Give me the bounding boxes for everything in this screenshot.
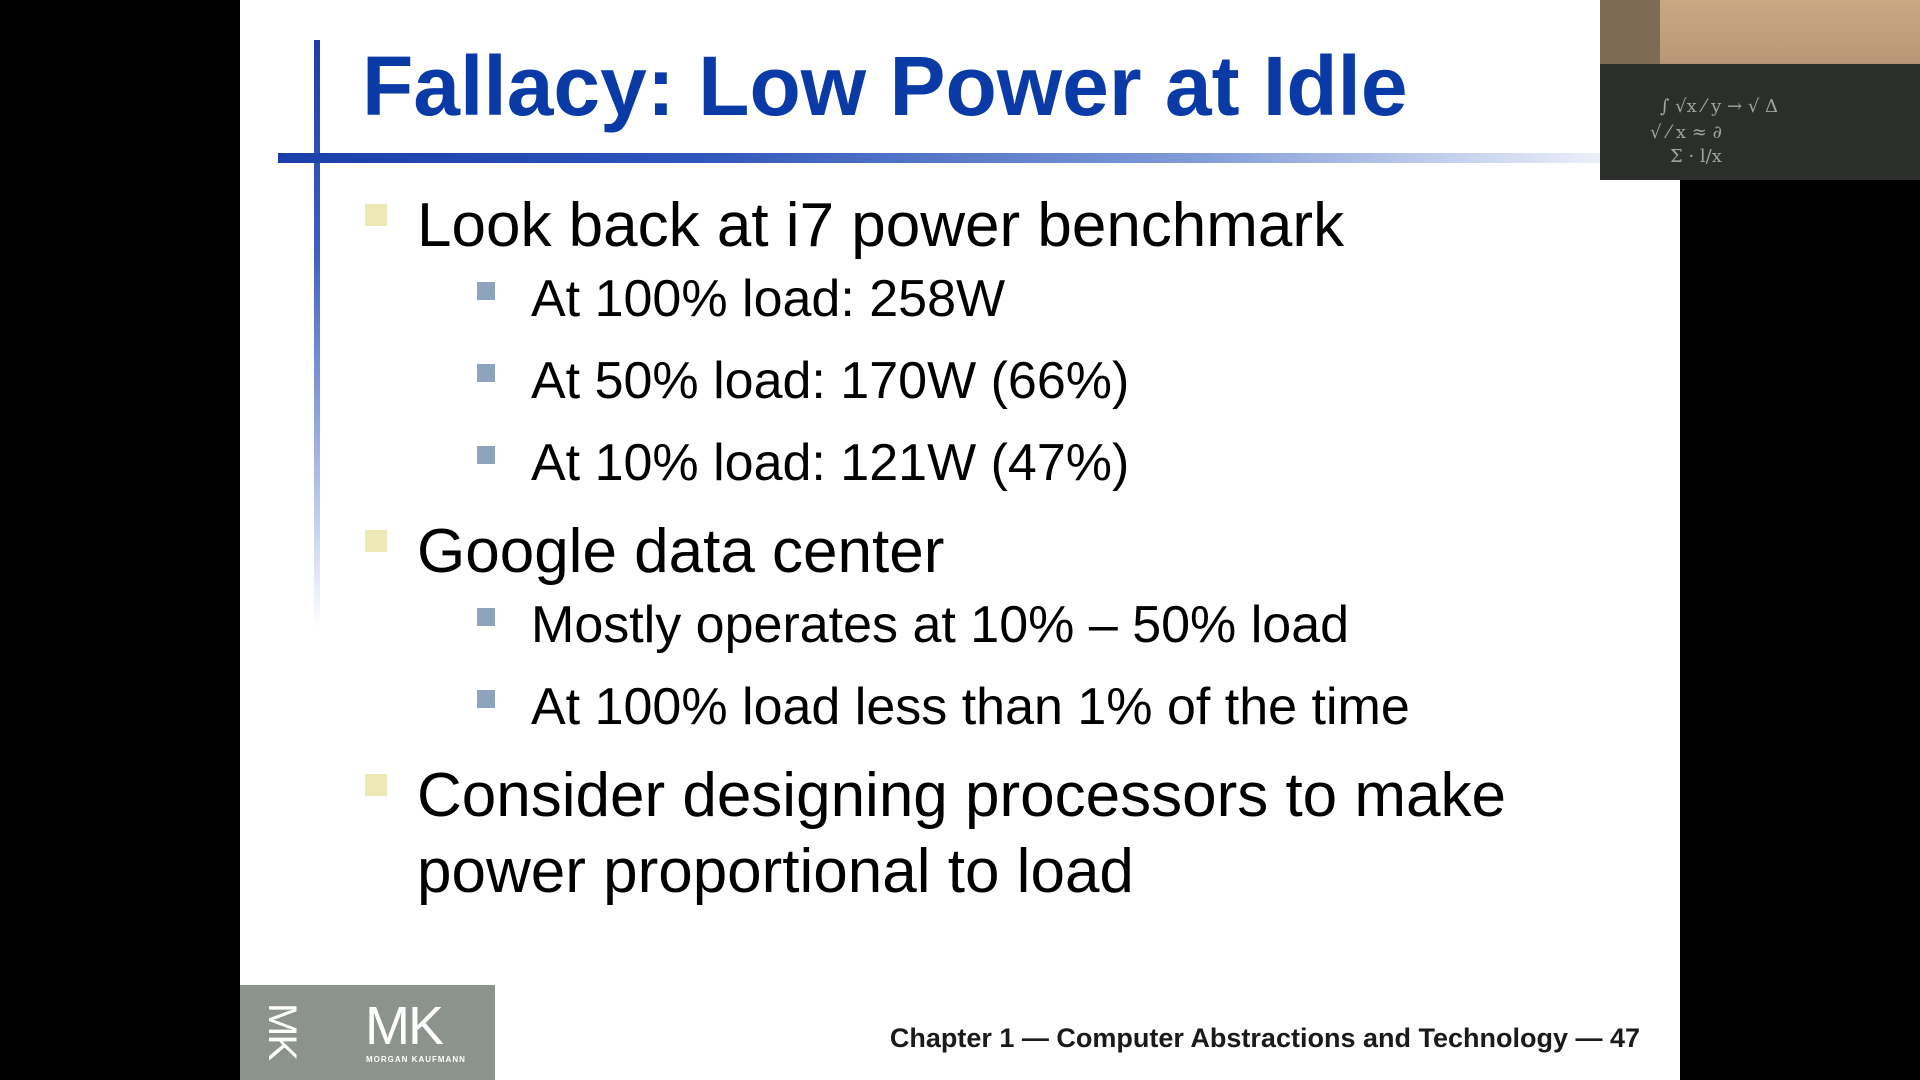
- square-sub-bullet-icon: [477, 282, 495, 300]
- sub-bullet-text: At 10% load: 121W (47%): [531, 434, 1130, 492]
- chalk-scribble: ∫ √x ⁄ y → √ Δ: [1660, 96, 1779, 117]
- square-sub-bullet-icon: [477, 690, 495, 708]
- bullet-text: Google data center: [417, 517, 945, 586]
- sub-bullet-item: Mostly operates at 10% – 50% load: [477, 594, 1655, 656]
- sub-bullet-text: At 100% load: 258W: [531, 270, 1006, 328]
- bullet-item: Google data center Mostly operates at 10…: [365, 514, 1655, 738]
- bullet-text: Consider designing processors to make po…: [417, 761, 1506, 906]
- sub-bullet-item: At 10% load: 121W (47%): [477, 432, 1655, 494]
- bullet-item: Consider designing processors to make po…: [365, 758, 1655, 910]
- square-sub-bullet-icon: [477, 446, 495, 464]
- title-vertical-rule: [314, 40, 320, 630]
- bullet-list: Look back at i7 power benchmark At 100% …: [365, 188, 1655, 915]
- chalk-scribble: Σ · l/x: [1670, 146, 1722, 167]
- slide-footer: Chapter 1 — Computer Abstractions and Te…: [889, 1023, 1640, 1053]
- slide-title: Fallacy: Low Power at Idle: [362, 39, 1408, 133]
- square-bullet-icon: [365, 774, 387, 796]
- logo-publisher-name: MORGAN KAUFMANN: [366, 1055, 466, 1064]
- title-horizontal-rule: [278, 153, 1678, 163]
- square-bullet-icon: [365, 204, 387, 226]
- slide: Fallacy: Low Power at Idle Look back at …: [240, 0, 1680, 1080]
- chalk-scribble: √ ⁄ x ≈ ∂: [1650, 122, 1722, 143]
- webcam-background-wall: [1600, 0, 1660, 70]
- logo-vertical-mark: MK: [260, 1003, 304, 1059]
- logo-mark: MK: [365, 996, 444, 1056]
- webcam-chalkboard: [1600, 64, 1920, 180]
- sub-bullet-text: Mostly operates at 10% – 50% load: [531, 596, 1350, 654]
- square-sub-bullet-icon: [477, 608, 495, 626]
- sub-bullet-list: Mostly operates at 10% – 50% load At 100…: [417, 594, 1655, 738]
- publisher-logo: MK MK MORGAN KAUFMANN: [240, 985, 495, 1080]
- square-bullet-icon: [365, 530, 387, 552]
- sub-bullet-list: At 100% load: 258W At 50% load: 170W (66…: [417, 268, 1655, 494]
- sub-bullet-item: At 50% load: 170W (66%): [477, 350, 1655, 412]
- bullet-text: Look back at i7 power benchmark: [417, 191, 1345, 260]
- bullet-item: Look back at i7 power benchmark At 100% …: [365, 188, 1655, 494]
- sub-bullet-text: At 100% load less than 1% of the time: [531, 678, 1410, 736]
- sub-bullet-text: At 50% load: 170W (66%): [531, 352, 1130, 410]
- sub-bullet-item: At 100% load: 258W: [477, 268, 1655, 330]
- sub-bullet-item: At 100% load less than 1% of the time: [477, 676, 1655, 738]
- square-sub-bullet-icon: [477, 364, 495, 382]
- webcam-video-thumbnail: ∫ √x ⁄ y → √ Δ √ ⁄ x ≈ ∂ Σ · l/x: [1600, 0, 1920, 180]
